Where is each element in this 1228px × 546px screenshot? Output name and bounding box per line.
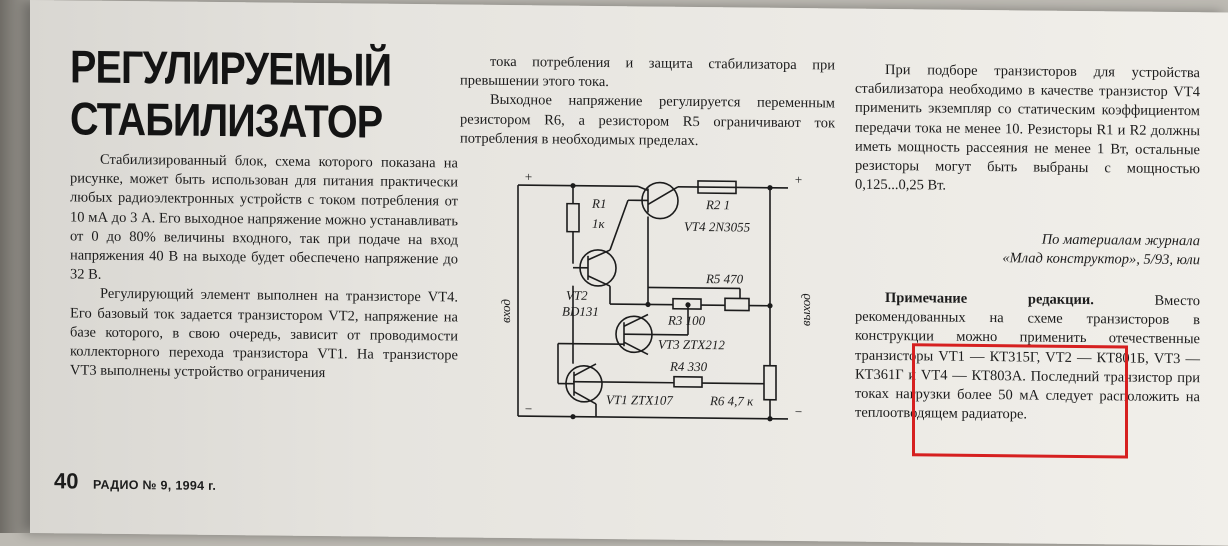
left-paragraph-2: Регулирующий элемент выполнен на транзис… [70,285,458,385]
editor-note-heading: Примечание редакции. [885,290,1094,308]
red-highlight-box [912,343,1128,458]
magazine-issue: РАДИО № 9, 1994 г. [93,478,216,493]
middle-paragraph-2: Выходное напряжение регулируется перемен… [460,91,835,153]
right-column: При подборе транзисторов для устройства … [855,61,1200,199]
right-paragraph-1: При подборе транзисторов для устройства … [855,61,1200,199]
label-vt2-type: BD131 [562,304,599,319]
label-vt2: VT2 [566,288,588,303]
label-r2: R2 1 [705,197,730,212]
schematic-input-minus: − [524,401,533,416]
circuit-schematic: + + − − вход выход R1 1к R2 1 VT4 2N3055… [488,163,833,429]
label-r1-value: 1к [592,216,605,231]
left-paragraph-1: Стабилизированный блок, схема которого п… [70,150,458,288]
left-column: Стабилизированный блок, схема которого п… [70,150,458,385]
schematic-output-minus: − [794,404,803,419]
magazine-page: РЕГУЛИРУЕМЫЙ СТАБИЛИЗАТОР Стабилизирован… [30,0,1228,546]
source-line-2: «Млад конструктор», 5/93, юли [855,248,1200,271]
label-vt4: VT4 2N3055 [684,219,751,235]
middle-column: тока потребления и защита стабилизатора … [460,53,835,153]
label-r3: R3 100 [667,313,706,328]
schematic-output-plus: + [794,172,803,187]
middle-paragraph-1: тока потребления и защита стабилизатора … [460,53,835,95]
label-r1: R1 [591,196,606,211]
page-edge-shadow [0,0,34,533]
title-line-2: СТАБИЛИЗАТОР [70,92,382,147]
label-vt1: VT1 ZTX107 [606,392,673,408]
schematic-input-plus: + [524,169,533,184]
label-vt3: VT3 ZTX212 [658,337,725,353]
source-credit: По материалам журнала «Млад конструктор»… [855,229,1200,271]
page-number: 40 [54,468,78,493]
title-line-1: РЕГУЛИРУЕМЫЙ [70,40,391,95]
page-footer: 40 РАДИО № 9, 1994 г. [54,468,216,496]
label-r4: R4 330 [669,359,708,374]
label-r6: R6 4,7 к [709,393,754,408]
schematic-output-label: выход [798,293,813,326]
label-r5: R5 470 [705,271,744,286]
schematic-input-label: вход [498,298,513,323]
article-title: РЕГУЛИРУЕМЫЙ СТАБИЛИЗАТОР [70,40,397,147]
